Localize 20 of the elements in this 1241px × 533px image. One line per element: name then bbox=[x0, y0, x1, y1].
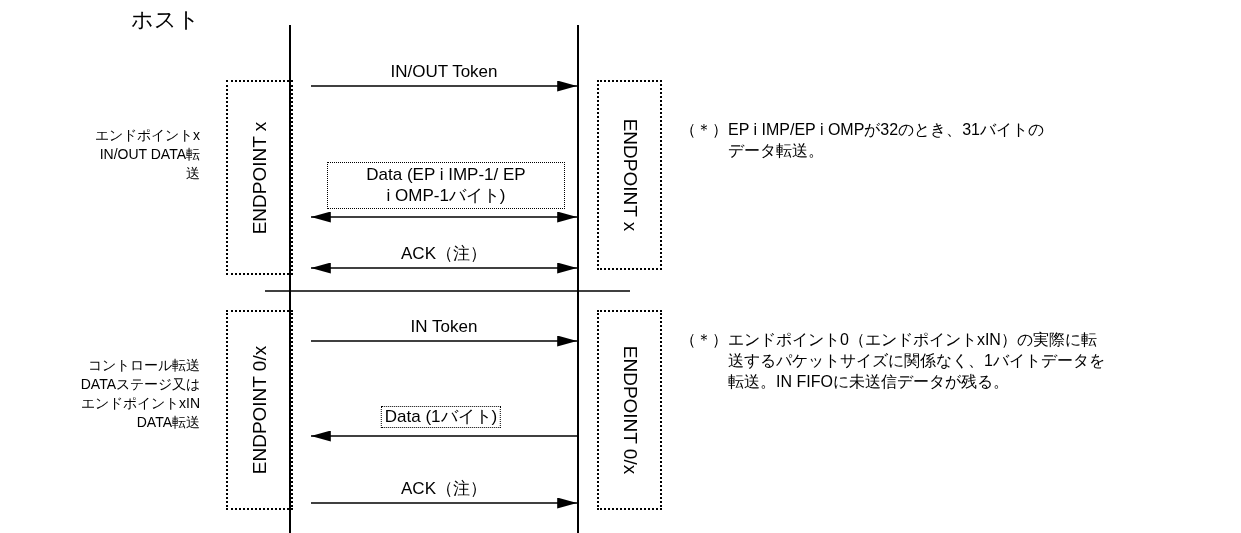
arrow bbox=[310, 262, 578, 274]
message-label-box: Data (EP i IMP-1/ EP i OMP-1バイト) bbox=[327, 162, 565, 209]
endpoint-label: ENDPOINT 0/x bbox=[248, 345, 271, 475]
endpoint-label: ENDPOINT x bbox=[618, 118, 641, 232]
transfer-description: エンドポイントx IN/OUT DATA転送 bbox=[94, 126, 200, 183]
lifeline bbox=[577, 25, 579, 533]
message-label-box: Data (1バイト) bbox=[380, 405, 502, 428]
arrow bbox=[310, 80, 578, 92]
endpoint-label: ENDPOINT x bbox=[248, 121, 271, 234]
endpoint-box bbox=[597, 310, 662, 510]
endpoint-box bbox=[597, 80, 662, 270]
footnote: （＊）エンドポイント0（エンドポイントxIN）の実際に転送するパケットサイズに関係なく、1バイトデータを転送。IN FIFOに未送信データが残る。 bbox=[680, 330, 1106, 392]
footnote: （＊）EP i IMP/EP i OMPが32のとき、31バイトのデータ転送。 bbox=[680, 120, 1045, 161]
arrow bbox=[310, 430, 578, 442]
endpoint-label: ENDPOINT 0/x bbox=[618, 345, 641, 475]
arrow bbox=[310, 497, 578, 509]
arrow bbox=[310, 335, 578, 347]
lifeline-title: ホスト bbox=[131, 6, 200, 34]
transfer-description: コントロール転送DATAステージ又はエンドポイントxIN DATA転送 bbox=[79, 356, 200, 432]
arrow bbox=[310, 211, 578, 223]
